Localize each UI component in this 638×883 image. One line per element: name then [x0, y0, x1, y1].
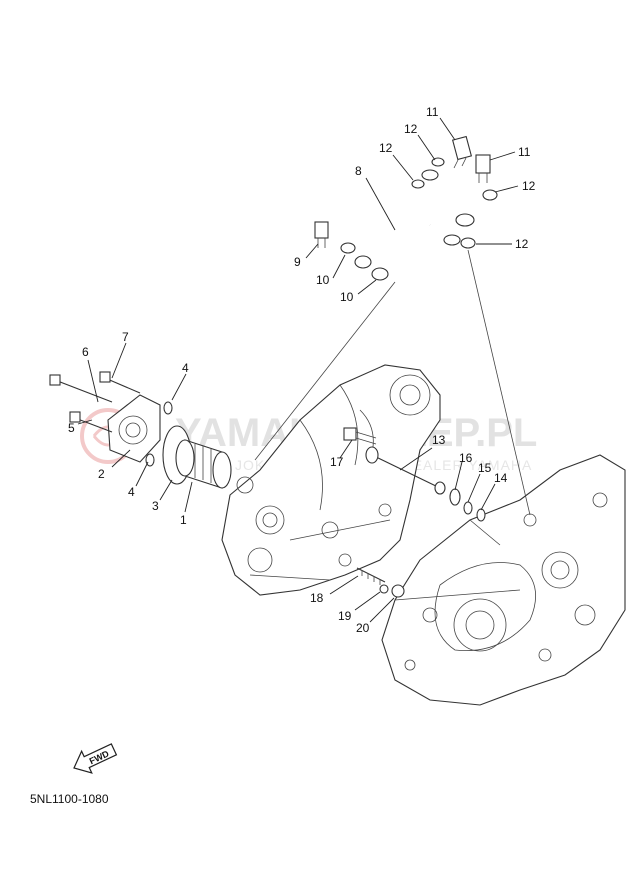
callout-labels: 11 12 12 11 12 12 8 9 10 10 6 7 4 5 2 4 … — [68, 105, 536, 635]
crankcase-right — [381, 454, 626, 706]
callout-9: 9 — [294, 255, 301, 269]
callout-1: 1 — [180, 513, 187, 527]
callout-4: 4 — [128, 485, 135, 499]
callout-5: 5 — [68, 421, 75, 435]
callout-11: 11 — [426, 105, 439, 119]
callout-8: 8 — [355, 164, 362, 178]
callout-20: 20 — [356, 621, 370, 635]
diagram-code: 5NL1100-1080 — [30, 792, 109, 806]
reference-lines — [254, 249, 531, 516]
callout-10: 10 — [340, 290, 354, 304]
callout-4: 4 — [182, 361, 189, 375]
callout-14: 14 — [494, 471, 508, 485]
small-parts-right — [343, 427, 486, 598]
callout-19: 19 — [338, 609, 352, 623]
callout-12: 12 — [522, 179, 536, 193]
callout-15: 15 — [478, 461, 492, 475]
callout-6: 6 — [82, 345, 89, 359]
callout-3: 3 — [152, 499, 159, 513]
callout-12: 12 — [379, 141, 393, 155]
callout-10: 10 — [316, 273, 330, 287]
crankcase-left — [221, 364, 441, 596]
callout-11: 11 — [518, 145, 531, 159]
union-bolts — [314, 135, 498, 281]
callout-7: 7 — [122, 330, 129, 344]
callout-16: 16 — [459, 451, 473, 465]
callout-17: 17 — [330, 455, 344, 469]
oil-delivery-pipe — [351, 169, 475, 249]
callout-12: 12 — [515, 237, 529, 251]
fwd-arrow: FWD — [73, 743, 118, 774]
callout-12: 12 — [404, 122, 418, 136]
oil-filter-element — [175, 439, 232, 489]
leader-lines — [77, 117, 519, 623]
callout-18: 18 — [310, 591, 324, 605]
callout-13: 13 — [432, 433, 446, 447]
callout-2: 2 — [98, 467, 105, 481]
